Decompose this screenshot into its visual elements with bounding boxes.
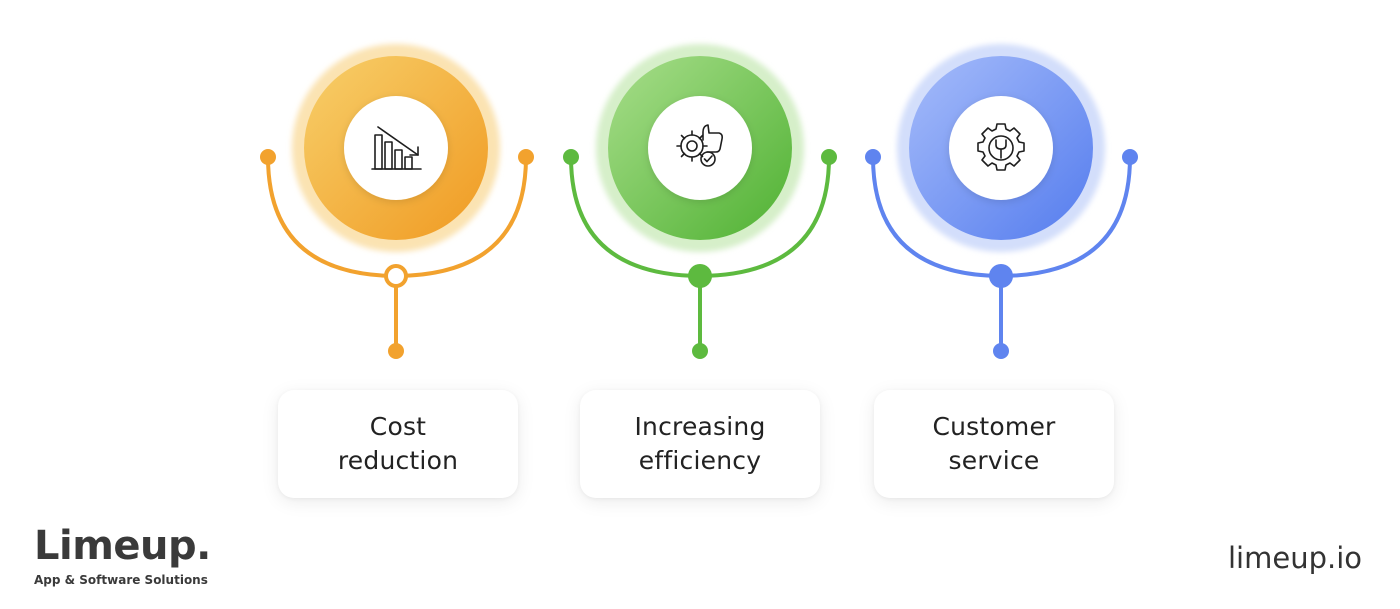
gear-wrench-icon [977,123,1025,171]
card-label-line1: Customer [932,412,1056,441]
card-label-line2: reduction [337,446,459,475]
connector-dot-left [260,149,276,165]
connector-dot-right [518,149,534,165]
icon-badge [344,96,448,200]
connector-dot-bottom [692,343,708,359]
label-card-increasing-efficiency: Increasing efficiency [580,390,820,498]
bar-chart-down-icon [371,126,422,170]
card-label-line2: service [948,446,1040,475]
brand-name: Limeup. [34,523,211,569]
gear-thumbs-up-check-icon [676,124,723,167]
icon-badge [648,96,752,200]
website-link: limeup.io [1227,541,1362,575]
brand-tagline: App & Software Solutions [34,573,208,587]
item-increasing-efficiency [563,44,837,359]
item-customer-service [865,44,1138,359]
icon-badge [949,96,1053,200]
label-card-customer-service: Customer service [874,390,1114,498]
connector-dot-right [1122,149,1138,165]
connector-dot-bottom [993,343,1009,359]
card-label-line1: Increasing [634,412,766,441]
card-label-line2: efficiency [638,446,762,475]
process-diagram [260,44,1138,359]
connector-dot-left [563,149,579,165]
connector-node [989,264,1013,288]
connector-node-hollow [384,264,408,288]
brand-logo: Limeup. App & Software Solutions [34,522,211,588]
label-card-cost-reduction: Cost reduction [278,390,518,498]
connector-dot-left [865,149,881,165]
card-label-line1: Cost [369,412,427,441]
connector-dot-bottom [388,343,404,359]
item-cost-reduction [260,44,534,359]
connector-node [688,264,712,288]
connector-dot-right [821,149,837,165]
